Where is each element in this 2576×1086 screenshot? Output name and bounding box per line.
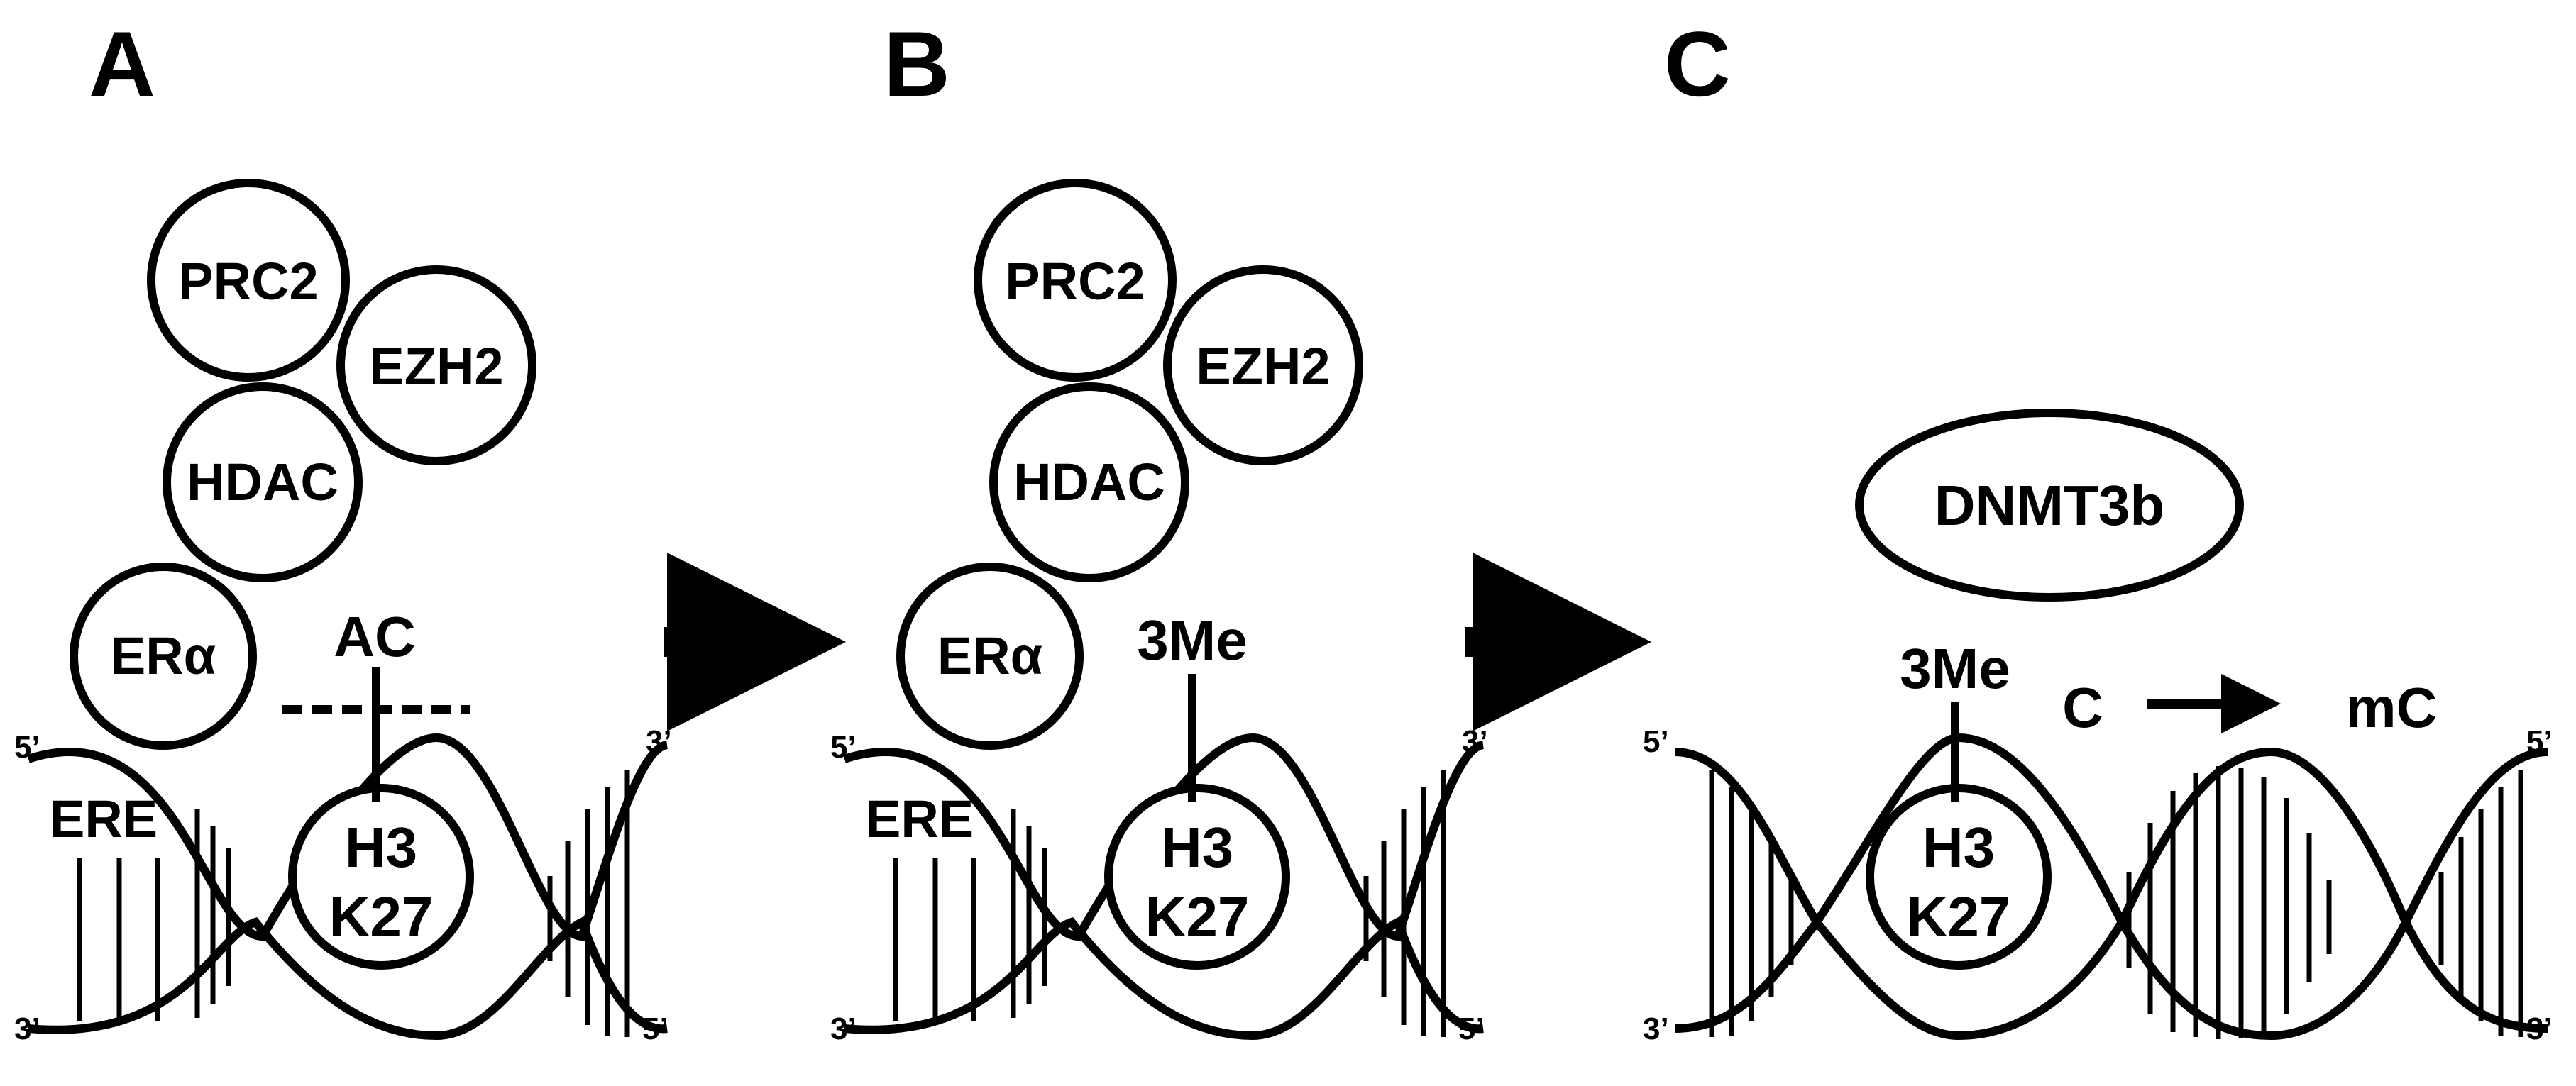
- protein-complex-a: ERα HDAC PRC2 EZH2: [70, 179, 536, 750]
- dna-strand-bottom: [1674, 912, 2548, 1041]
- protein-prc2: PRC2: [147, 179, 350, 382]
- dna-strand-top: [1674, 733, 2548, 933]
- panel-b: B 5’ 3’ 3’ 5’ ERE: [830, 12, 1488, 1046]
- histone-h3k27-c: H3 K27: [1866, 784, 2052, 970]
- protein-complex-b: ERα HDAC PRC2 EZH2: [896, 179, 1363, 750]
- strand-end-top-left: 5’: [14, 730, 40, 765]
- enzyme-dnmt3b: DNMT3b: [1855, 409, 2244, 602]
- panel-letter-b: B: [884, 12, 950, 116]
- ere-site-label: ERE: [866, 789, 974, 848]
- dna-strand-top: [843, 733, 1485, 941]
- enzyme-label: DNMT3b: [1934, 474, 2164, 537]
- strand-end-bottom-right: 5’: [642, 1012, 668, 1046]
- strand-end-top-right: 5’: [2526, 724, 2553, 759]
- protein-era: ERα: [70, 563, 257, 750]
- strand-end-top-right: 3’: [646, 724, 672, 759]
- histone-h3k27-b: H3 K27: [1104, 784, 1290, 970]
- panel-c: C DNMT3b: [1643, 12, 2553, 1046]
- strand-end-bottom-left: 3’: [14, 1012, 40, 1046]
- histone-label-k27: K27: [329, 885, 434, 948]
- strand-end-bottom-right: 5’: [1458, 1012, 1485, 1046]
- svg-text:PRC2: PRC2: [1005, 252, 1145, 311]
- dna-helix-b: 5’ 3’ 3’ 5’ ERE: [830, 724, 1488, 1046]
- base-pair-rungs: [1709, 766, 2523, 1039]
- protein-hdac: HDAC: [989, 382, 1189, 582]
- svg-text:ERα: ERα: [111, 626, 216, 685]
- methylation-mark-label: 3Me: [1137, 609, 1248, 672]
- svg-text:PRC2: PRC2: [178, 252, 318, 311]
- cytosine-label: C: [2062, 676, 2103, 739]
- strand-end-bottom-left: 3’: [830, 1012, 857, 1046]
- dna-helix-a: 5’ 3’ 3’ 5’ ERE: [14, 724, 672, 1046]
- dna-helix-c: 5’ 5’ 3’ 3’: [1643, 724, 2553, 1046]
- svg-text:HDAC: HDAC: [187, 453, 338, 511]
- strand-end-top-right: 3’: [1462, 724, 1488, 759]
- methylation-mark-label: 3Me: [1900, 637, 2010, 700]
- methylcytosine-label: mC: [2346, 676, 2438, 739]
- strand-end-bottom-right: 3’: [2526, 1012, 2553, 1046]
- strand-end-top-left: 5’: [830, 730, 857, 765]
- histone-label-k27: K27: [1907, 885, 2011, 948]
- svg-text:EZH2: EZH2: [1196, 337, 1330, 396]
- svg-text:HDAC: HDAC: [1013, 453, 1165, 511]
- histone-label-h3: H3: [345, 816, 417, 879]
- protein-ezh2: EZH2: [336, 265, 536, 465]
- svg-text:EZH2: EZH2: [369, 337, 503, 396]
- dna-strand-bottom: [28, 916, 668, 1041]
- svg-text:ERα: ERα: [937, 626, 1042, 685]
- panel-a: A 5’ 3’ 3’ 5’ ER: [14, 12, 672, 1046]
- histone-label-h3: H3: [1922, 816, 1995, 879]
- strand-end-bottom-left: 3’: [1643, 1012, 1669, 1046]
- panel-letter-c: C: [1664, 12, 1731, 116]
- dna-strand-bottom: [844, 916, 1484, 1041]
- dna-strand-top: [27, 733, 668, 941]
- histone-label-h3: H3: [1161, 816, 1233, 879]
- acetylation-mark-label: AC: [334, 605, 416, 668]
- protein-era: ERα: [896, 563, 1084, 750]
- histone-h3k27-a: H3 K27: [288, 784, 474, 970]
- ere-site-label: ERE: [50, 789, 158, 848]
- protein-ezh2: EZH2: [1163, 265, 1363, 465]
- protein-prc2: PRC2: [974, 179, 1177, 382]
- cytosine-methylation: C mC: [2062, 674, 2438, 739]
- protein-hdac: HDAC: [163, 382, 363, 582]
- strand-end-top-left: 5’: [1643, 724, 1669, 759]
- panel-letter-a: A: [89, 12, 155, 116]
- histone-label-k27: K27: [1145, 885, 1250, 948]
